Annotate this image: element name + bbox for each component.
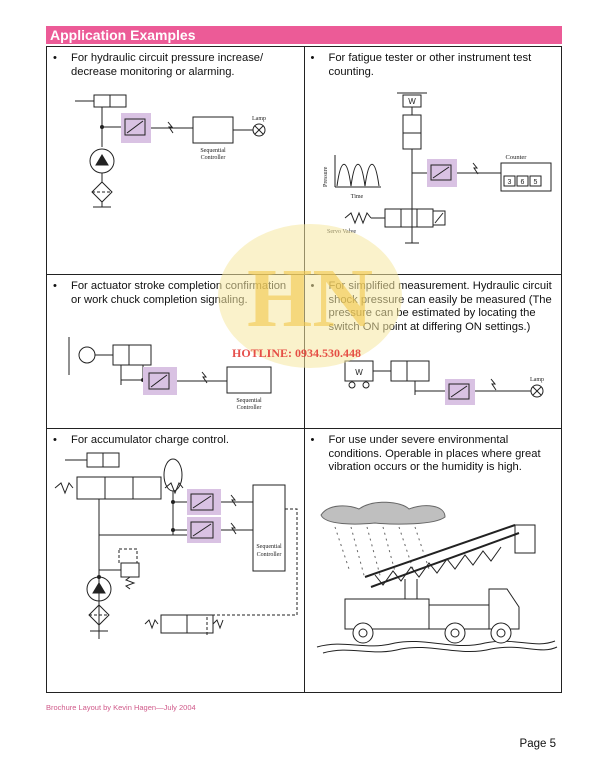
controller-label: Controller	[201, 155, 226, 161]
pressure-switch-highlight	[143, 367, 177, 395]
pressure-switch-highlight	[121, 113, 151, 143]
fatigue-tester-diagram: W 3 6 5 Counter Pressure Time Servo Valv…	[323, 92, 551, 244]
cell-text: For use under severe environmental condi…	[328, 434, 541, 473]
application-examples-table: • For hydraulic circuit pressure increase…	[46, 46, 562, 693]
cell-text: For fatigue tester or other instrument t…	[328, 52, 532, 78]
counter-label: Counter	[505, 154, 527, 161]
lamp-label: Lamp	[530, 377, 544, 383]
servo-valve-label: Servo Valve	[327, 229, 356, 235]
section-header: Application Examples	[46, 26, 562, 44]
weight-label: W	[408, 97, 416, 106]
accumulator-diagram: Sequential Controller	[54, 452, 298, 639]
section-title: Application Examples	[50, 27, 196, 43]
controller-label: Sequential	[256, 544, 282, 550]
cell-fatigue-tester: • For fatigue tester or other instrument …	[303, 46, 562, 275]
controller-label: Controller	[237, 405, 262, 411]
water-line	[316, 640, 555, 648]
pressure-switch-highlight	[187, 517, 221, 543]
cell-pressure-monitoring: • For hydraulic circuit pressure increase…	[46, 46, 305, 275]
page-number: Page 5	[519, 738, 556, 750]
controller-label: Sequential	[200, 148, 226, 154]
pressure-monitoring-diagram: Lamp Sequential Controller	[75, 94, 266, 208]
weight-label: W	[355, 368, 363, 377]
crane-truck-illustration	[316, 501, 557, 654]
pressure-switch-highlight	[444, 379, 475, 405]
cell-accumulator-charge: • For accumulator charge control. Sequent…	[46, 428, 305, 693]
counter-digit: 3	[507, 179, 511, 186]
cell-text: For hydraulic circuit pressure increase/…	[71, 52, 264, 78]
actuator-stroke-diagram: Sequential Controller	[68, 337, 272, 411]
controller-label: Controller	[257, 552, 282, 558]
controller-label: Sequential	[236, 398, 262, 404]
bullet: •	[310, 434, 315, 446]
pressure-axis-label: Pressure	[323, 166, 329, 187]
measurement-diagram: W Lamp	[344, 360, 544, 405]
watermark-hotline: HOTLINE: 0934.530.448	[232, 346, 362, 360]
pressure-switch-highlight	[426, 159, 457, 187]
cell-text: For accumulator charge control.	[71, 434, 229, 446]
bullet: •	[53, 280, 57, 292]
bullet: •	[53, 52, 57, 64]
lamp-label: Lamp	[252, 116, 266, 122]
cell-severe-environment: • For use under severe environmental cond…	[303, 428, 562, 693]
bullet: •	[310, 52, 315, 64]
rain-cloud	[319, 501, 446, 525]
pressure-switch-highlight	[187, 489, 221, 515]
crane-boom	[364, 524, 515, 578]
bullet: •	[53, 434, 57, 446]
footer-credit: Brochure Layout by Kevin Hagen—July 2004	[46, 703, 196, 712]
truck-cab	[488, 588, 519, 630]
counter-digit: 6	[520, 179, 524, 186]
counter-digit: 5	[533, 179, 537, 186]
crane-bucket	[514, 524, 535, 554]
time-axis-label: Time	[350, 194, 363, 200]
